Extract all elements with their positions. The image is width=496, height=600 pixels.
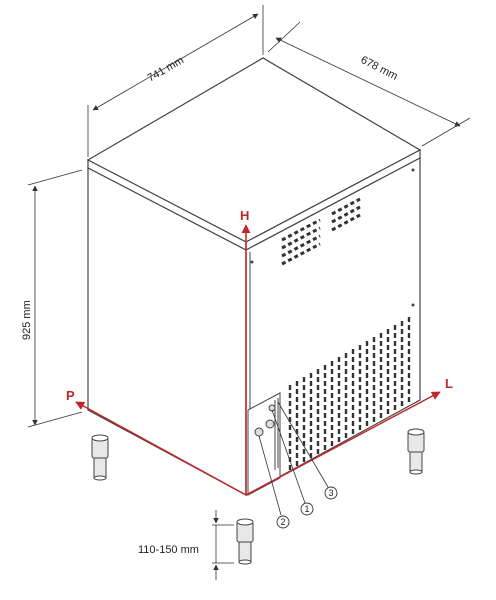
width-dimension-label: 741 mm: [146, 54, 186, 84]
foot-front: [236, 518, 254, 565]
width-dimension: [87, 5, 264, 157]
callout-3-label: 3: [328, 488, 333, 498]
adjustable-feet: [91, 428, 425, 565]
height-dimension: [27, 169, 83, 428]
feet-dimension-label: 110-150 mm: [138, 544, 199, 556]
callout-2: 2: [276, 515, 290, 529]
callout-1-label: 1: [304, 504, 309, 514]
screw: [411, 303, 415, 307]
length-axis-line: [245, 391, 441, 496]
callout-leaders: [258, 401, 329, 516]
top-vent-grille: [281, 197, 361, 266]
callout-2-label: 2: [280, 517, 285, 527]
depth-dimension: [267, 21, 471, 147]
foot-left: [91, 434, 109, 481]
screw: [250, 260, 254, 264]
drain-fitting: [265, 419, 275, 429]
depth-axis-line: [75, 401, 247, 496]
water-inlet-fitting: [254, 427, 264, 437]
foot-right: [407, 428, 425, 475]
height-dimension-label: 925 mm: [21, 300, 33, 340]
feet-dimension: [212, 510, 234, 580]
callout-3: 3: [324, 486, 338, 500]
depth-axis-label: P: [66, 388, 75, 403]
height-axis-label: H: [240, 208, 249, 223]
callout-1: 1: [300, 502, 314, 516]
screw: [411, 168, 415, 172]
connection-panel: [247, 392, 281, 496]
lower-vent-grille: [288, 317, 411, 470]
depth-dimension-label: 678 mm: [359, 54, 400, 83]
axis-lines: [75, 224, 441, 496]
length-axis-label: L: [445, 376, 453, 391]
